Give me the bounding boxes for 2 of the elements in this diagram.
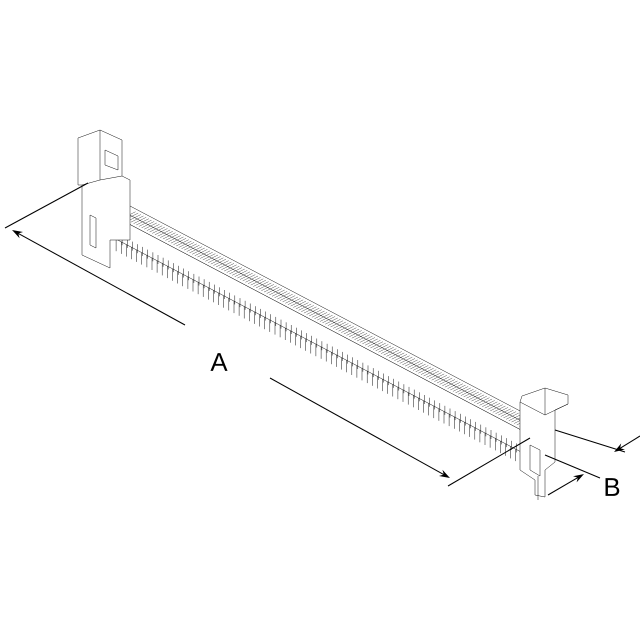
dimension-label: B	[606, 478, 620, 496]
dimension-label: A	[210, 353, 228, 371]
